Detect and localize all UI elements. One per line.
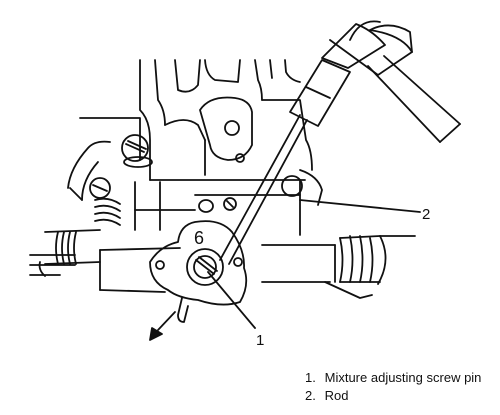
right-pipe: [261, 235, 416, 299]
left-pipe: [29, 229, 181, 293]
rod-and-hammer: [219, 20, 461, 265]
callout-label-1: 1: [256, 332, 264, 349]
leader-line-1: [207, 271, 256, 329]
direction-arrow: [149, 311, 176, 341]
leader-line-2: [299, 199, 421, 213]
left-hose-clamp: [67, 140, 111, 201]
spring-screw: [89, 177, 121, 226]
upper-screw: [121, 134, 153, 168]
carburetor-middle-body: [134, 169, 323, 236]
legend-item-text: Mixture adjusting screw pin: [324, 370, 482, 385]
carburetor-upper-body: [79, 59, 313, 181]
legend-item-number: 1.: [305, 370, 316, 385]
legend-item-number: 2.: [305, 388, 316, 403]
mixture-screw-housing: 6: [149, 220, 248, 323]
legend-item-text: Rod: [324, 388, 349, 403]
callout-label-2: 2: [422, 206, 430, 223]
legend-item-1: 1. Mixture adjusting screw pin: [305, 369, 481, 387]
svg-text:6: 6: [194, 228, 204, 248]
legend: 1. Mixture adjusting screw pin 2. Rod: [305, 369, 481, 405]
legend-item-2: 2. Rod: [305, 387, 481, 405]
